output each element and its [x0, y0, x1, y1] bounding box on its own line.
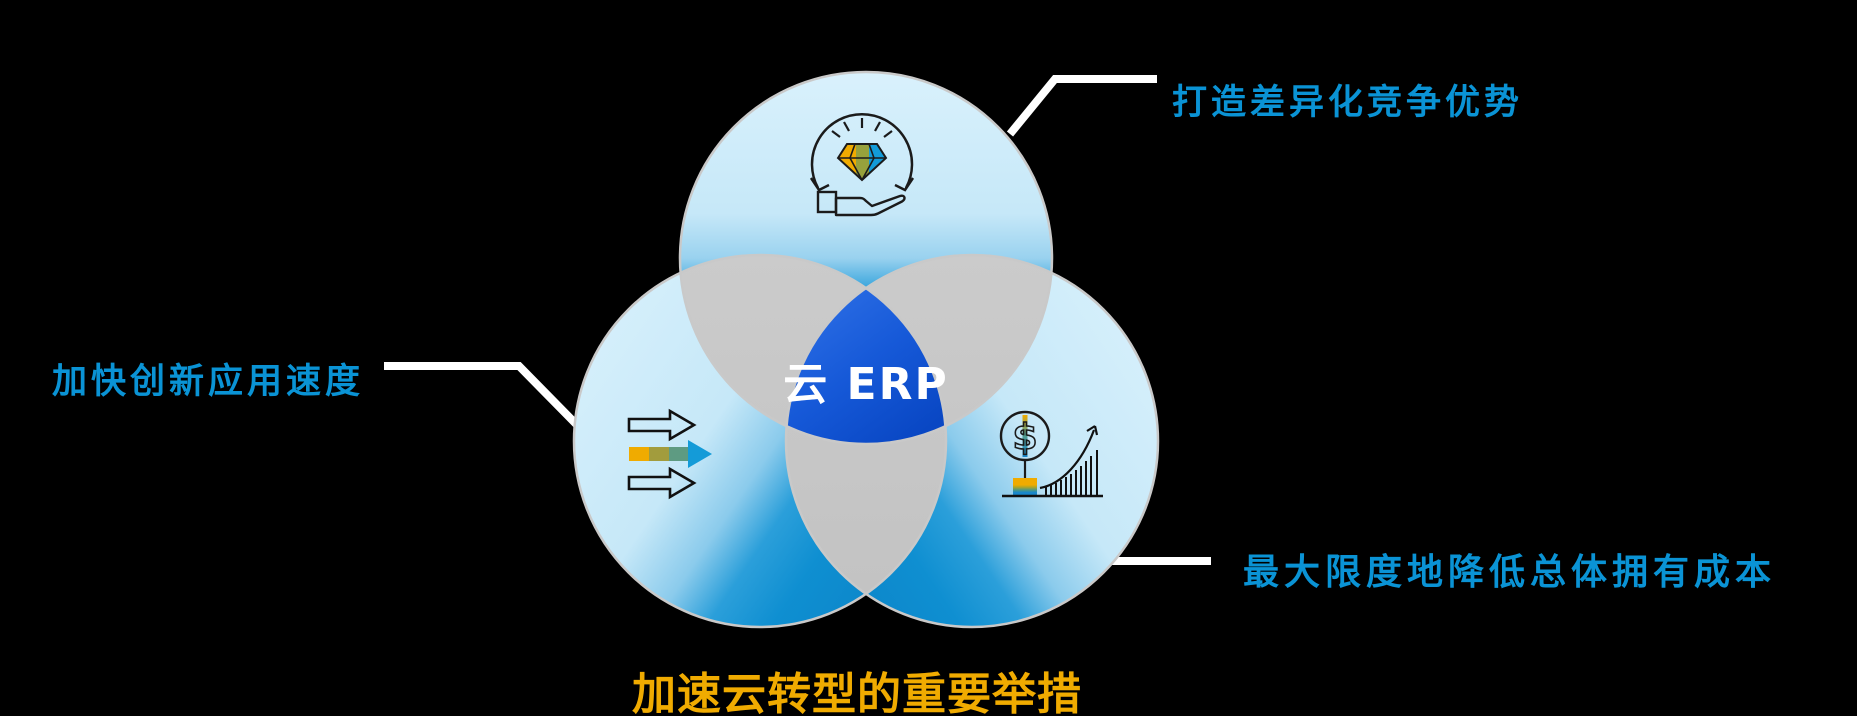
sparkle-rays	[831, 118, 893, 138]
label-left: 加快创新应用速度	[52, 362, 365, 402]
gradient-base-box	[1013, 478, 1037, 496]
rotate-arrowhead-right	[894, 177, 915, 192]
connector-lines	[384, 75, 1211, 565]
diamond-facets	[838, 143, 886, 181]
dollar-growth-chart-icon: $	[999, 410, 1103, 498]
outline-arrow-top	[627, 408, 697, 442]
chart-bars	[1045, 450, 1098, 496]
center-erp-label: 云 ERP	[783, 359, 949, 410]
hand-palm	[834, 194, 906, 217]
label-top-right: 打造差异化竞争优势	[1172, 83, 1524, 123]
rotate-arrowhead-left	[809, 177, 830, 192]
dollar-sign: $	[1012, 417, 1037, 458]
label-bottom-right: 最大限度地降低总体拥有成本	[1243, 552, 1777, 593]
diagram-title: 加速云转型的重要举措	[632, 669, 1082, 716]
dollar-gradient-bar	[1022, 415, 1028, 457]
connector-line-top-right	[1006, 75, 1157, 137]
growth-curve	[1039, 429, 1096, 490]
growth-arrowhead	[1086, 425, 1099, 436]
circle-outlines	[572, 70, 1160, 629]
outline-arrow-bottom	[627, 466, 697, 500]
triple-arrows-icon	[627, 408, 712, 500]
gradient-arrow-middle	[629, 440, 712, 468]
connector-line-left	[384, 362, 580, 428]
